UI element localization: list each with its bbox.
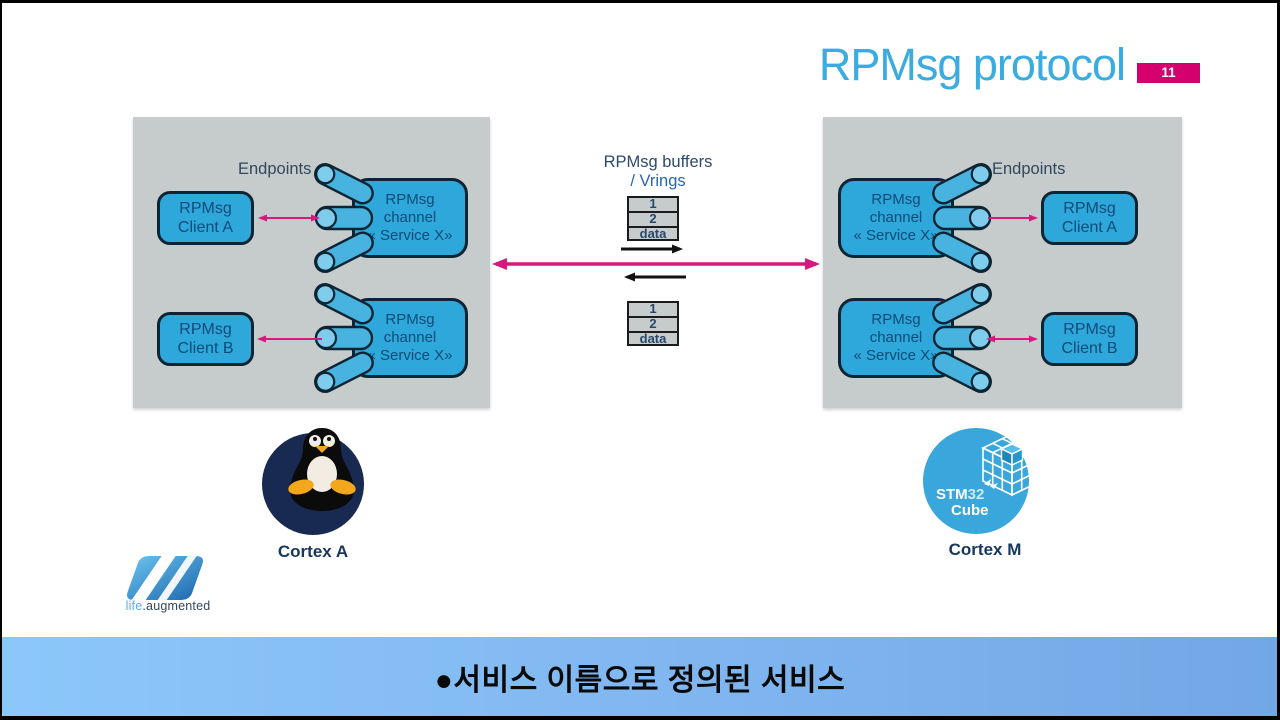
- vring-buffer-table-top: 1 2 data: [627, 196, 679, 241]
- box-label: RPMsg: [871, 311, 921, 328]
- right-endpoints-label: Endpoints: [992, 160, 1066, 178]
- vring-cell: 1: [627, 301, 679, 316]
- cortex-m-label: Cortex M: [948, 540, 1022, 559]
- box-label: RPMsg: [1063, 200, 1116, 217]
- vring-cell: 2: [627, 316, 679, 331]
- right-rpmsg-client-a-box: RPMsg Client A: [1041, 191, 1138, 245]
- frame-right: [1277, 0, 1280, 720]
- box-label: RPMsg: [871, 191, 921, 208]
- vring-cell: 2: [627, 211, 679, 226]
- butterfly-glyph: [984, 479, 998, 489]
- cube-logo-text: Cube: [951, 502, 989, 519]
- stm32cube-icon: STM32 Cube: [923, 428, 1043, 534]
- box-label: channel: [383, 329, 437, 346]
- cortex-a-label: Cortex A: [277, 542, 349, 561]
- box-label: RPMsg: [179, 200, 232, 217]
- box-label: « Service X»: [853, 227, 939, 244]
- left-endpoints-label: Endpoints: [238, 160, 312, 178]
- rpmsg-buffers-label: RPMsg buffers / Vrings: [578, 152, 738, 191]
- box-label: channel: [869, 329, 923, 346]
- tagline-augmented: .augmented: [142, 599, 211, 613]
- right-rpmsg-client-b-box: RPMsg Client B: [1041, 312, 1138, 366]
- right-rpmsg-channel-top-box: RPMsg channel « Service X»: [838, 178, 954, 258]
- box-label: RPMsg: [385, 311, 435, 328]
- box-label: RPMsg: [1063, 321, 1116, 338]
- box-label: RPMsg: [385, 191, 435, 208]
- vring-buffer-table-bottom: 1 2 data: [627, 301, 679, 346]
- frame-left: [0, 0, 2, 720]
- box-label: Client B: [177, 340, 234, 357]
- box-label: channel: [383, 209, 437, 226]
- box-label: « Service X»: [367, 227, 453, 244]
- left-rpmsg-channel-top-box: RPMsg channel « Service X»: [352, 178, 468, 258]
- buffers-label-line2: / Vrings: [630, 172, 686, 190]
- st-logo: [126, 556, 204, 600]
- box-label: « Service X»: [367, 347, 453, 364]
- box-label: « Service X»: [853, 347, 939, 364]
- box-label: Client B: [1061, 340, 1118, 357]
- page-title: RPMsg protocol: [818, 39, 1126, 90]
- svg-text:Cube: Cube: [951, 502, 989, 519]
- buffers-label-line1: RPMsg buffers: [603, 153, 713, 171]
- box-label: RPMsg: [179, 321, 232, 338]
- vring-cell: data: [627, 226, 679, 241]
- letterbox-bottom: [0, 716, 1280, 720]
- right-rpmsg-channel-bottom-box: RPMsg channel « Service X»: [838, 298, 954, 378]
- subtitle-bar: ●서비스 이름으로 정의된 서비스: [0, 637, 1280, 716]
- left-rpmsg-client-a-box: RPMsg Client A: [157, 191, 254, 245]
- left-rpmsg-channel-bottom-box: RPMsg channel « Service X»: [352, 298, 468, 378]
- stm32-logo-number: 32: [968, 486, 985, 503]
- left-rpmsg-client-b-box: RPMsg Client B: [157, 312, 254, 366]
- tagline-life: life: [125, 599, 143, 613]
- vring-cell: 1: [627, 196, 679, 211]
- svg-text:STM32: STM32: [936, 486, 984, 503]
- linux-tux-icon: [262, 428, 364, 535]
- subtitle-text: ●서비스 이름으로 정의된 서비스: [434, 663, 846, 697]
- vring-cell: data: [627, 331, 679, 346]
- box-label: channel: [869, 209, 923, 226]
- stm32-logo-text: STM: [936, 486, 968, 503]
- box-label: Client A: [1061, 219, 1118, 236]
- page-number-badge: 11: [1137, 63, 1200, 83]
- box-label: Client A: [177, 219, 234, 236]
- letterbox-top: [0, 0, 1280, 3]
- st-tagline: life.augmented: [108, 599, 228, 613]
